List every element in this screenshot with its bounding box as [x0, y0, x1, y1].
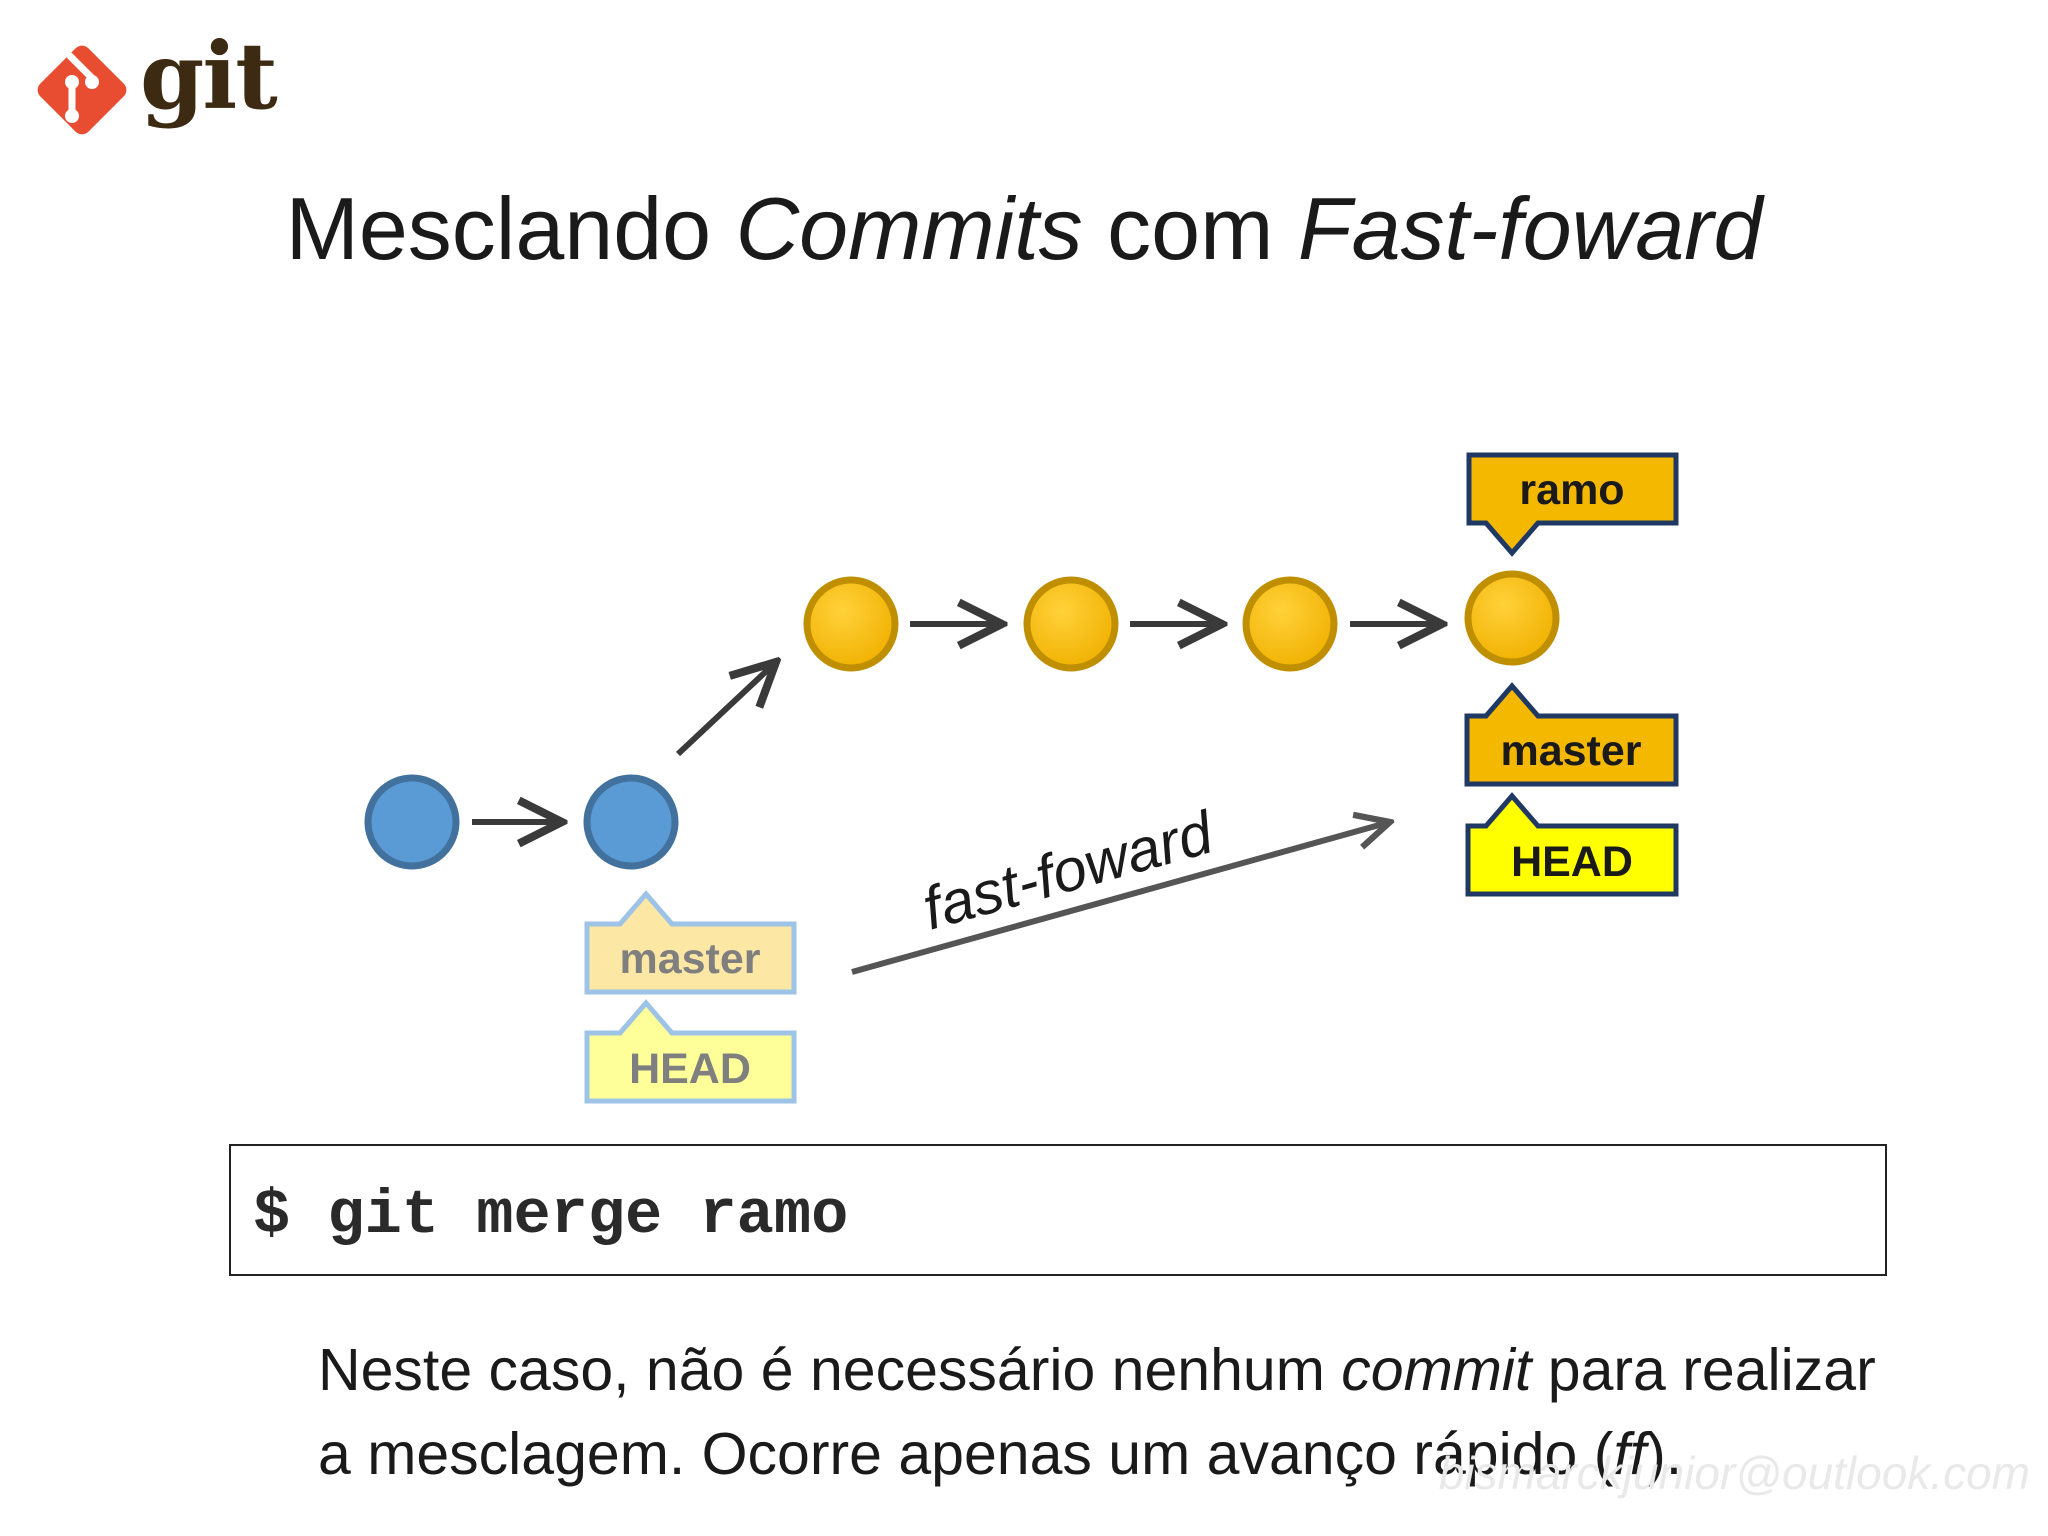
- label-master-new: master: [1464, 682, 1679, 787]
- command-text: $ git merge ramo: [253, 1180, 849, 1251]
- slide-title: Mesclando Commits com Fast-foward: [285, 179, 1763, 278]
- label-ramo-text: ramo: [1519, 466, 1624, 514]
- git-logo-text: git: [140, 22, 278, 130]
- fast-forward-label: fast-foward: [916, 798, 1221, 942]
- label-master-old-text: master: [619, 935, 760, 983]
- commit-branch-1: [803, 576, 899, 672]
- label-head-new-text: HEAD: [1511, 838, 1633, 886]
- commit-diagram: ramo master HEAD master HEAD fast-foward: [364, 452, 1679, 1104]
- arrow-c2-b1: [675, 662, 776, 757]
- commit-branch-3: [1242, 576, 1338, 672]
- commit-branch-2: [1023, 576, 1119, 672]
- commit-main-2: [583, 774, 679, 870]
- label-master-new-text: master: [1500, 727, 1641, 775]
- fast-forward-arrow: [851, 822, 1390, 975]
- git-logo-icon: [37, 45, 127, 135]
- command-box: $ git merge ramo: [229, 1144, 1887, 1276]
- label-head-new: HEAD: [1465, 792, 1679, 897]
- label-head-old: HEAD: [584, 999, 797, 1104]
- commit-branch-4: [1464, 570, 1560, 666]
- label-ramo: ramo: [1466, 452, 1679, 557]
- commit-main-1: [364, 774, 460, 870]
- label-head-old-text: HEAD: [629, 1045, 751, 1093]
- watermark: bismarckjunior@outlook.com: [1438, 1447, 2030, 1499]
- label-master-old: master: [584, 890, 797, 995]
- explanation-text: Neste caso, não é necessário nenhum comm…: [318, 1337, 1876, 1487]
